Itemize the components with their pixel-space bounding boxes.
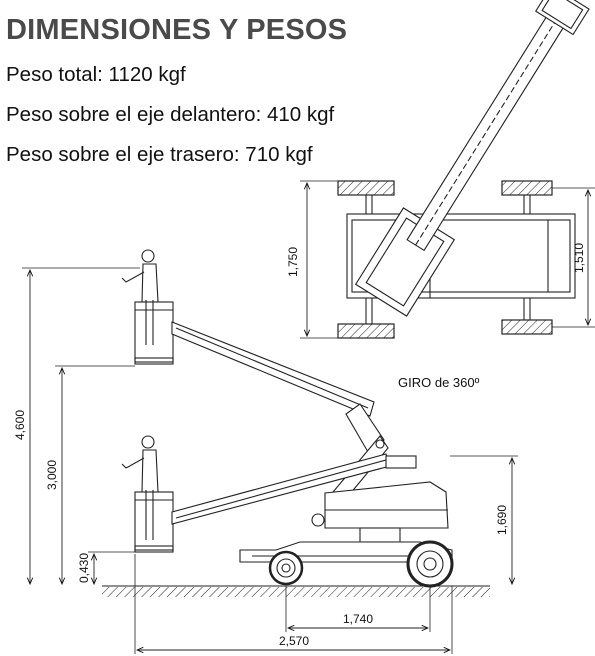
dimension-label-1740: 1,740 bbox=[343, 612, 373, 626]
top-view bbox=[300, 0, 595, 339]
spec-rear-axle-weight: Peso sobre el eje trasero: 710 kgf bbox=[6, 143, 313, 166]
ground-hatch bbox=[102, 587, 490, 597]
side-view bbox=[22, 249, 518, 654]
top-view-chassis bbox=[346, 213, 576, 299]
spec-front-axle-weight: Peso sobre el eje delantero: 410 kgf bbox=[6, 103, 335, 126]
dimension-label-2570: 2,570 bbox=[279, 634, 309, 648]
rotation-label: GIRO de 360º bbox=[398, 375, 480, 390]
dimension-label-4600: 4,600 bbox=[13, 410, 27, 440]
top-view-basket bbox=[535, 0, 590, 36]
spec-total-weight: Peso total: 1120 kgf bbox=[6, 63, 186, 86]
rear-wheel-icon bbox=[268, 550, 304, 586]
dimension-label-1510: 1,510 bbox=[572, 243, 586, 273]
lower-basket bbox=[134, 491, 174, 551]
dimension-label-1750: 1,750 bbox=[286, 247, 300, 277]
upper-operator-icon bbox=[121, 249, 159, 345]
dimension-label-3000: 3,000 bbox=[45, 460, 59, 490]
lower-operator-icon bbox=[121, 435, 159, 540]
dimension-label-0430: 0,430 bbox=[77, 553, 91, 583]
front-wheel-icon bbox=[406, 540, 454, 588]
dimension-label-1690: 1,690 bbox=[495, 505, 509, 535]
upper-basket bbox=[134, 301, 174, 363]
page-title: DIMENSIONES Y PESOS bbox=[6, 14, 348, 46]
